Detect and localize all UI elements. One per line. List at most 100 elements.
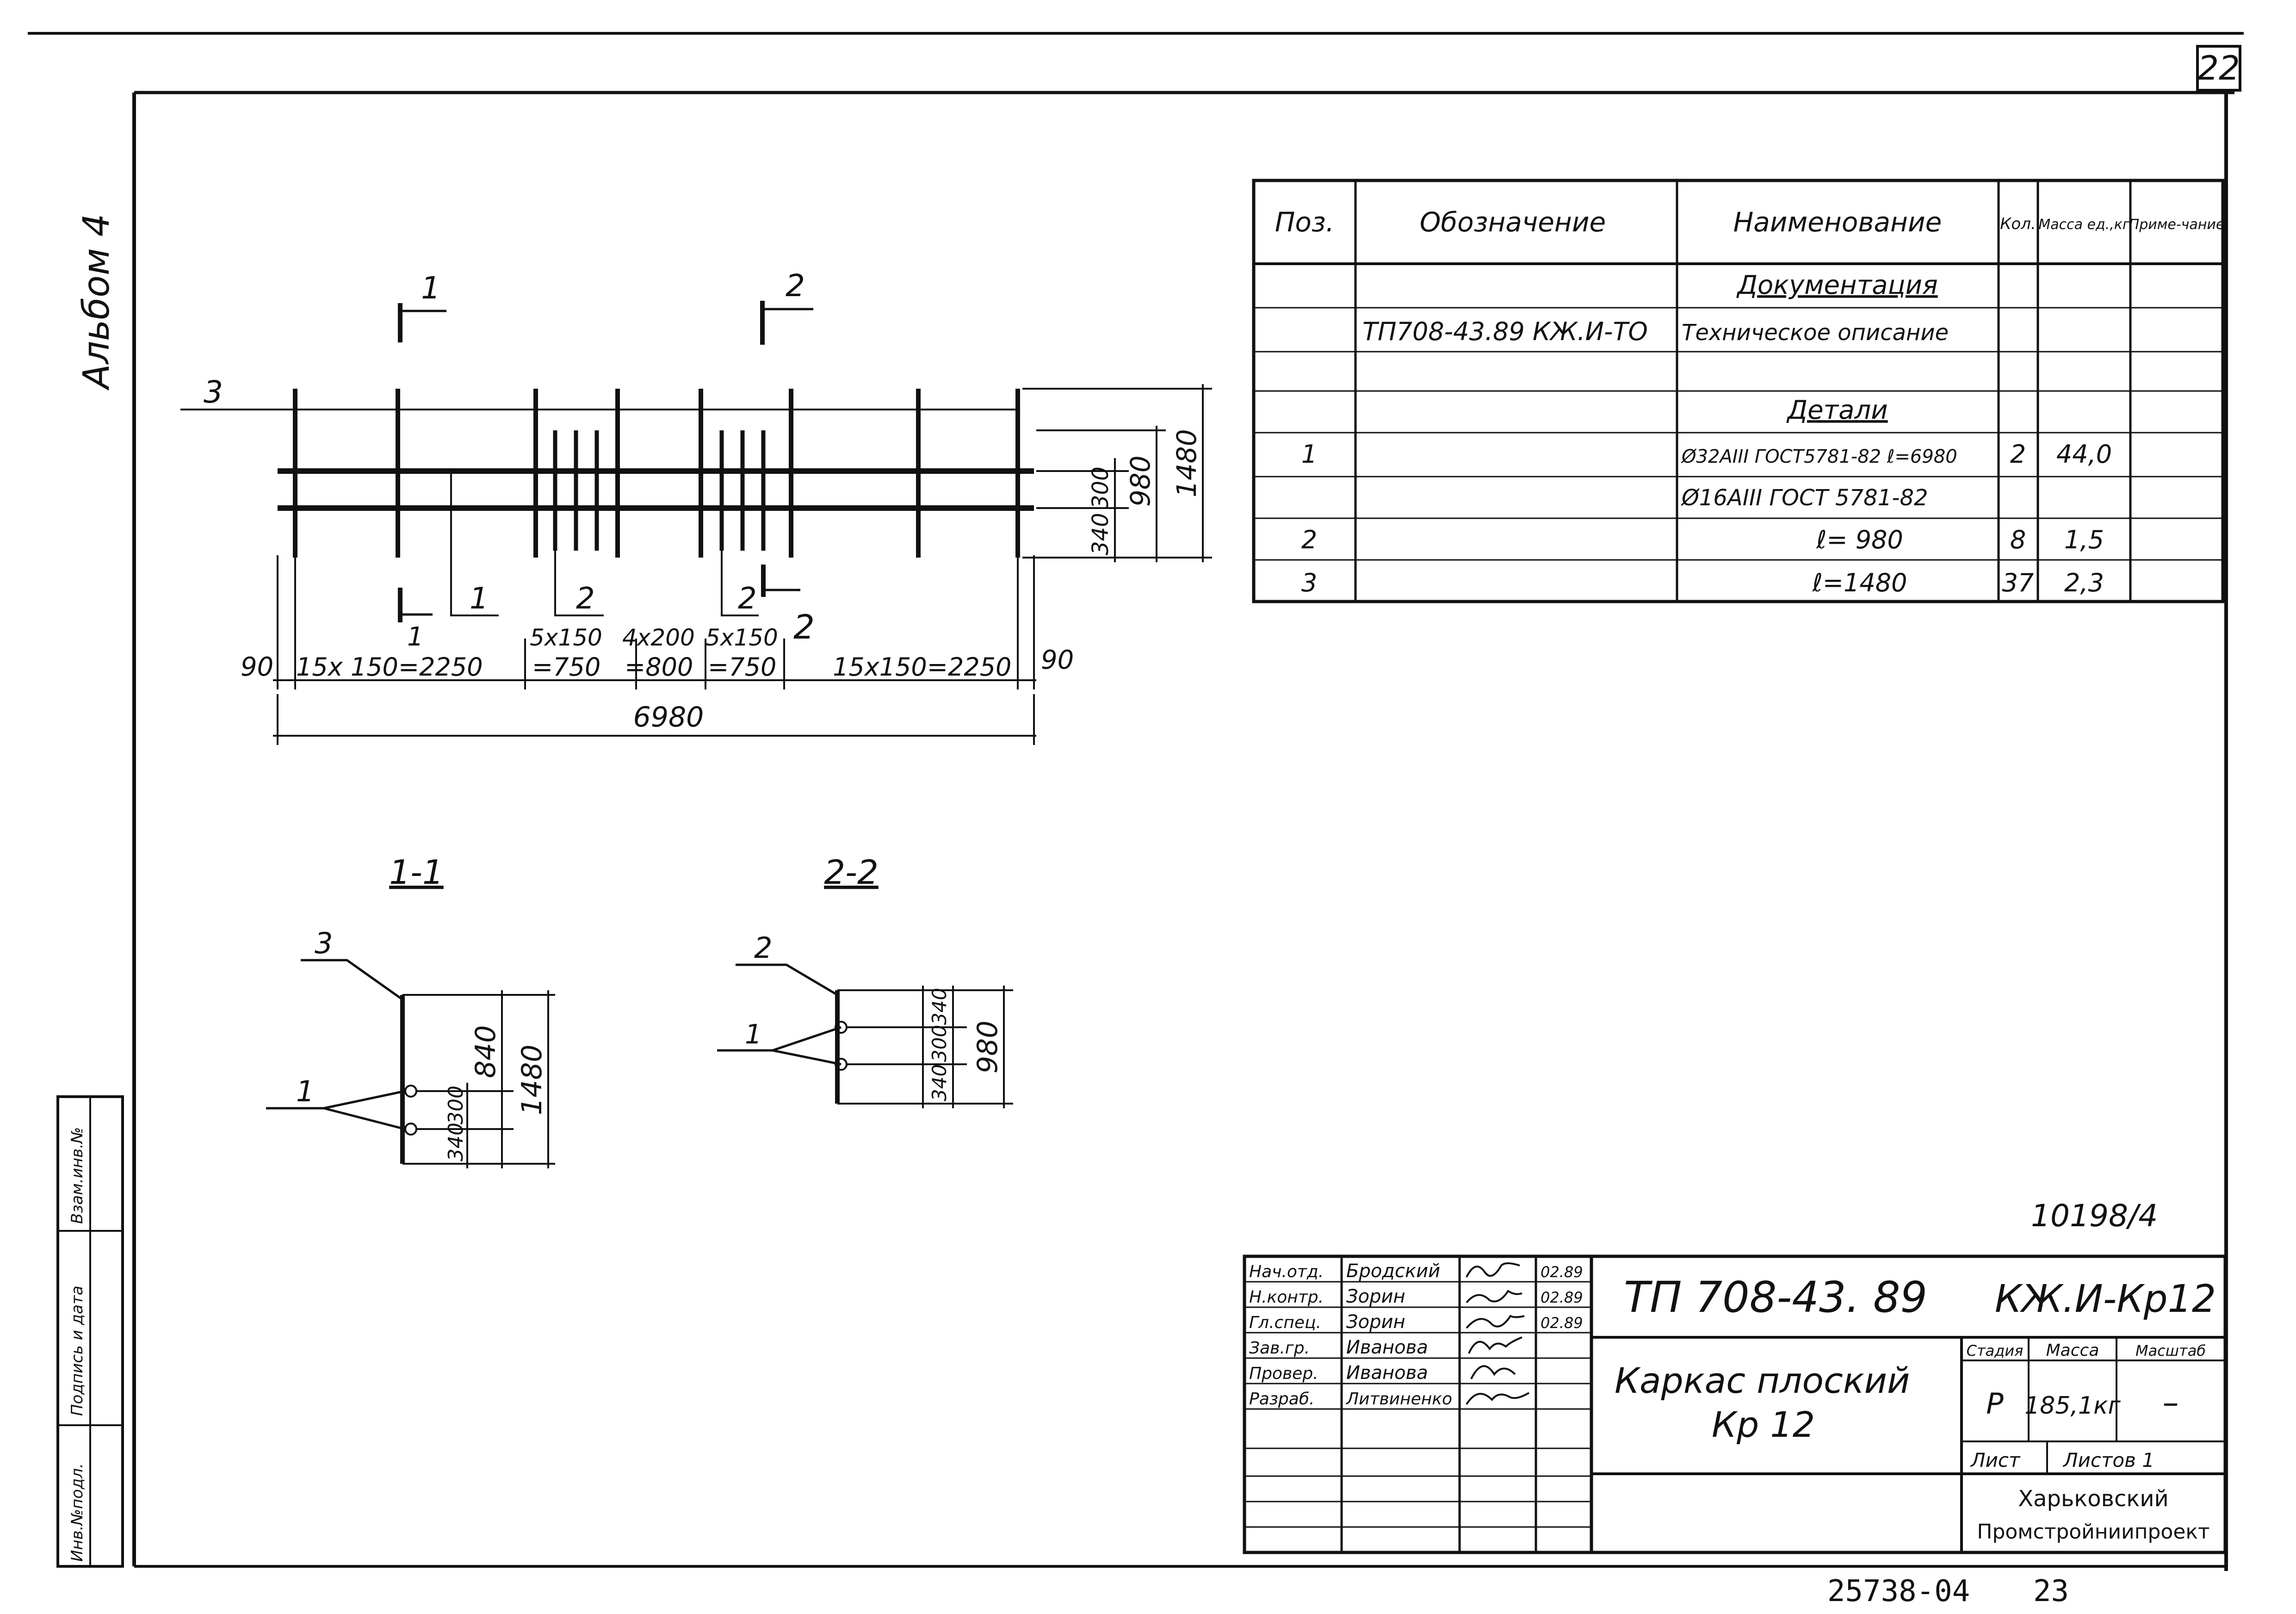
- sig-role-0: Нач.отд.: [1249, 1262, 1324, 1281]
- dim-15x150-left: 15x 150=2250: [296, 652, 483, 682]
- section-mark-2-label: 2: [786, 268, 805, 304]
- scale-value: –: [2163, 1384, 2179, 1422]
- row-mass-3: 2,3: [2064, 568, 2104, 597]
- dim-4x200: 4x200: [622, 624, 695, 651]
- row-name-3: ℓ=1480: [1812, 568, 1907, 597]
- sig-role-1: Н.контр.: [1249, 1288, 1324, 1307]
- pos-label-2-right: 2: [738, 582, 757, 616]
- transverse-bars-long: [293, 389, 1020, 558]
- sig-name-5: Литвиненко: [1345, 1390, 1452, 1409]
- section-mark-1-bottom: [398, 588, 433, 622]
- dim-right-980: 980: [1125, 455, 1156, 507]
- strip-replace-label: Взам.инв.№: [68, 1127, 87, 1224]
- pos-label-2-section: 2: [793, 608, 815, 646]
- section-1-1: 1-1 3 1 840 1480 340 300: [266, 853, 555, 1168]
- section-2-2-dim-300: 300: [928, 1025, 951, 1062]
- dim-right-300: 300: [1088, 466, 1114, 509]
- section-2-2-dim-340-a: 340: [928, 988, 951, 1025]
- pos-label-2-left: 2: [576, 582, 595, 616]
- row-qty-1: 2: [2010, 440, 2026, 469]
- section-1-1-dim-1480: 1480: [516, 1044, 548, 1115]
- dim-750-left: =750: [532, 652, 600, 682]
- sig-date-2: 02.89: [1541, 1314, 1583, 1332]
- sheet-label: Лист: [1970, 1449, 2021, 1471]
- row-name-1: Ø32АIII ГОСТ5781-82 ℓ=6980: [1681, 446, 1957, 467]
- header-note: Приме-чание: [2129, 217, 2225, 233]
- bottom-code: 25738-04: [1827, 1574, 1970, 1608]
- sig-name-2: Зорин: [1346, 1311, 1405, 1333]
- dim-15x150-right: 15x150=2250: [833, 652, 1011, 682]
- sig-role-4: Провер.: [1249, 1364, 1318, 1383]
- left-side-strip: Инв.№подл. Подпись и дата Взам.инв.№: [56, 1095, 124, 1568]
- album-label: Альбом 4: [76, 214, 118, 391]
- header-qty: Кол.: [2000, 215, 2036, 233]
- section-1-1-label-1: 1: [296, 1074, 314, 1108]
- row-qty-3: 37: [2002, 568, 2034, 597]
- sig-name-4: Иванова: [1346, 1362, 1428, 1384]
- header-designation: Обозначение: [1420, 206, 1606, 238]
- sig-role-3: Зав.гр.: [1249, 1339, 1310, 1358]
- row-section-details: Детали: [1786, 395, 1888, 425]
- header-mass: Масса ед.,кг: [2038, 217, 2130, 233]
- pos-label-3: 3: [204, 374, 223, 410]
- section-mark-1-top: [398, 303, 446, 342]
- section-2-2-title: 2-2: [824, 853, 879, 892]
- dim-5x150-right: 5x150: [706, 624, 778, 651]
- header-name: Наименование: [1733, 206, 1942, 238]
- dim-800: =800: [625, 652, 693, 682]
- specification-table: Поз. Обозначение Наименование Кол. Масса…: [1252, 179, 2225, 603]
- section-1-1-dim-300: 300: [444, 1086, 468, 1124]
- row-section-documentation: Документация: [1736, 270, 1937, 300]
- pos-label-1-bottom: 1: [407, 622, 424, 652]
- strip-inv-label: Инв.№подл.: [68, 1463, 87, 1562]
- dim-right-340: 340: [1088, 513, 1114, 555]
- section-2-2-label-1: 1: [745, 1018, 762, 1050]
- sheets-label: Листов 1: [2062, 1449, 2154, 1471]
- section-1-1-title: 1-1: [389, 853, 444, 892]
- sheet-number: 22: [2197, 49, 2240, 87]
- row-pos-2: 2: [1301, 525, 1317, 554]
- drawing-code: КЖ.И-Кр12: [1995, 1277, 2216, 1321]
- sig-role-2: Гл.спец.: [1249, 1313, 1321, 1332]
- title-line-2: Кр 12: [1712, 1404, 1815, 1445]
- sig-name-0: Бродский: [1346, 1260, 1440, 1282]
- section-mark-1-label: 1: [421, 270, 440, 306]
- sig-name-1: Зорин: [1346, 1286, 1405, 1307]
- dim-right-1480: 1480: [1171, 429, 1202, 497]
- row-mass-2: 1,5: [2064, 525, 2104, 554]
- row-pos-1: 1: [1301, 440, 1317, 469]
- section-2-2-dim-340-b: 340: [928, 1064, 951, 1101]
- org-line-1: Харьковский: [2018, 1486, 2168, 1512]
- row-qty-2: 8: [2010, 525, 2026, 554]
- sig-date-0: 02.89: [1541, 1263, 1583, 1281]
- section-1-1-label-3: 3: [315, 926, 333, 960]
- section-2-2-dim-980: 980: [972, 1020, 1004, 1074]
- dim-90-right: 90: [1041, 645, 1074, 675]
- section-mark-2-top: [760, 301, 813, 345]
- stage-header: Стадия: [1967, 1342, 2024, 1359]
- section-mark-2-bottom: [761, 565, 800, 597]
- sig-name-3: Иванова: [1346, 1337, 1428, 1358]
- project-code: ТП 708-43. 89: [1624, 1273, 1927, 1322]
- mass-header: Масса: [2046, 1341, 2099, 1360]
- row-mass-1: 44,0: [2056, 440, 2112, 469]
- dim-5x150-left: 5x150: [530, 624, 602, 651]
- section-2-2-label-2: 2: [754, 931, 772, 965]
- dim-750-right: =750: [708, 652, 776, 682]
- title-block: Нач.отд. Бродский 02.89 Н.контр. Зорин 0…: [1243, 1254, 2227, 1554]
- row-name-rebar16: Ø16АIII ГОСТ 5781-82: [1681, 485, 1928, 511]
- row-name-2: ℓ= 980: [1816, 525, 1903, 554]
- bottom-page: 23: [2033, 1574, 2069, 1608]
- header-pos: Поз.: [1275, 206, 1334, 238]
- section-1-1-dim-340: 340: [444, 1123, 468, 1161]
- title-line-1: Каркас плоский: [1615, 1360, 1910, 1401]
- strip-sign-label: Подпись и дата: [68, 1285, 87, 1416]
- inventory-note: 10198/4: [2031, 1198, 2158, 1234]
- stage-value: Р: [1986, 1387, 2004, 1421]
- section-1-1-dim-840: 840: [470, 1025, 502, 1078]
- main-view: 3 1: [180, 268, 1212, 745]
- section-2-2: 2-2 2 1 340 300 340 980: [717, 853, 1013, 1108]
- row-pos-3: 3: [1301, 568, 1317, 597]
- row-name-tech-desc: Техническое описание: [1682, 320, 1949, 346]
